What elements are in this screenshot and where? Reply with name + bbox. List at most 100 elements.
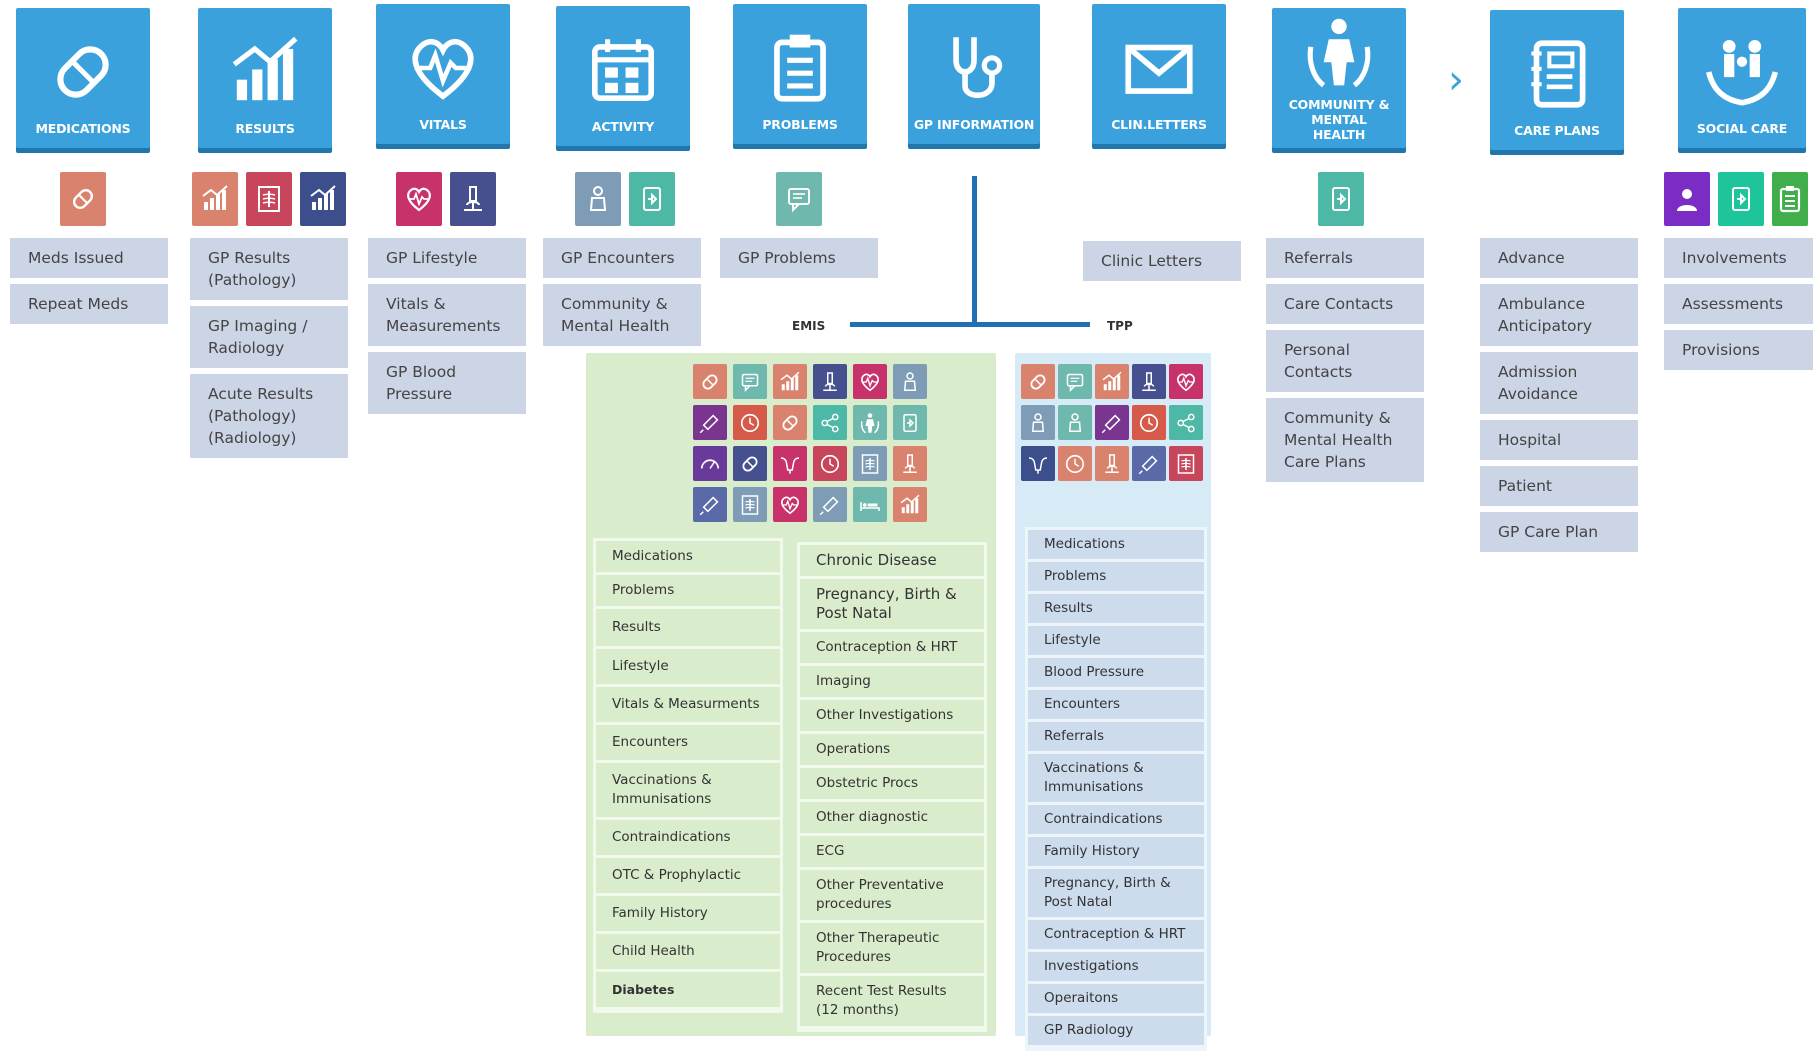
list-item[interactable]: Vaccinations & Immunisations (596, 763, 780, 817)
list-item[interactable]: Recent Test Results (12 months) (800, 976, 984, 1026)
list-item[interactable]: GP Care Plan (1480, 512, 1638, 558)
list-item[interactable]: Pregnancy, Birth & Post Natal (1028, 869, 1204, 917)
list-item[interactable]: Problems (596, 575, 780, 606)
emis-list-left: Medications Problems Results Lifestyle V… (593, 538, 783, 1013)
list-item[interactable]: Family History (596, 896, 780, 931)
list-item[interactable]: Provisions (1664, 330, 1813, 376)
list-item[interactable]: Patient (1480, 466, 1638, 512)
xray-icon (1169, 446, 1203, 481)
list-item[interactable]: Pregnancy, Birth & Post Natal (800, 579, 984, 629)
list-item[interactable]: Hospital (1480, 420, 1638, 466)
results-tile[interactable]: RESULTS (198, 8, 332, 148)
list-item[interactable]: Referrals (1028, 722, 1204, 751)
community-icons (1318, 172, 1364, 226)
list-item[interactable]: Diabetes (596, 972, 780, 1007)
timer-icon (733, 405, 767, 440)
list-item[interactable]: GP Lifestyle (368, 238, 526, 284)
list-item[interactable]: OTC & Prophylactic (596, 858, 780, 893)
list-item[interactable]: Other Preventative procedures (800, 870, 984, 920)
list-item[interactable]: Contraindications (1028, 805, 1204, 834)
social-care-tile[interactable]: SOCIAL CARE (1678, 8, 1806, 148)
list-item[interactable]: Vitals & Measurments (596, 687, 780, 722)
list-item[interactable]: Vaccinations & Immunisations (1028, 754, 1204, 802)
list-item[interactable]: GP Radiology (1028, 1016, 1204, 1045)
list-item[interactable]: Vitals & Measurements (368, 284, 526, 352)
document-icon (629, 172, 675, 226)
avatar-icon (1664, 172, 1710, 226)
list-item[interactable]: Family History (1028, 837, 1204, 866)
tile-label: CLIN.LETTERS (1111, 117, 1207, 132)
list-item[interactable]: Encounters (1028, 690, 1204, 719)
list-item[interactable]: GP Encounters (543, 238, 701, 284)
vitals-tile[interactable]: VITALS (376, 4, 510, 144)
pill-icon (60, 172, 106, 226)
tile-label: MEDICATIONS (35, 121, 131, 136)
list-item[interactable]: Results (1028, 594, 1204, 623)
list-item[interactable]: Operations (800, 734, 984, 765)
list-item[interactable]: Other diagnostic (800, 802, 984, 833)
connector-vertical (972, 176, 977, 324)
list-item[interactable]: Assessments (1664, 284, 1813, 330)
list-item[interactable]: Other Therapeutic Procedures (800, 923, 984, 973)
bed-icon (853, 487, 887, 522)
list-item[interactable]: Ambulance Anticipatory (1480, 284, 1638, 352)
list-item[interactable]: Contraception & HRT (800, 632, 984, 663)
list-item[interactable]: Involvements (1664, 238, 1813, 284)
stethoscope-icon (933, 27, 1015, 109)
list-item[interactable]: Personal Contacts (1266, 330, 1424, 398)
clipboard-icon (759, 27, 841, 109)
list-item[interactable]: Contraindications (596, 820, 780, 855)
list-item[interactable]: GP Imaging / Radiology (190, 306, 348, 374)
list-item[interactable]: Lifestyle (596, 649, 780, 684)
list-item[interactable]: Community & Mental Health (543, 284, 701, 352)
list-item[interactable]: Other Investigations (800, 700, 984, 731)
list-item[interactable]: Lifestyle (1028, 626, 1204, 655)
list-item[interactable]: GP Problems (720, 238, 878, 284)
share-icon (1169, 405, 1203, 440)
list-item[interactable]: GP Results (Pathology) (190, 238, 348, 306)
problems-tile[interactable]: PROBLEMS (733, 4, 867, 144)
list-item[interactable]: ECG (800, 836, 984, 867)
list-item[interactable]: Blood Pressure (1028, 658, 1204, 687)
list-item[interactable]: Chronic Disease (800, 545, 984, 576)
list-item[interactable]: Community & Mental Health Care Plans (1266, 398, 1424, 488)
bar-chart-icon (773, 364, 807, 399)
list-item[interactable]: Meds Issued (10, 238, 168, 284)
list-item[interactable]: Medications (596, 541, 780, 572)
tile-label: COMMUNITY & MENTAL HEALTH (1288, 97, 1390, 142)
list-item[interactable]: Repeat Meds (10, 284, 168, 330)
activity-tile[interactable]: ACTIVITY (556, 6, 690, 146)
heartbeat-icon (773, 487, 807, 522)
list-item[interactable]: Child Health (596, 934, 780, 969)
list-item[interactable]: Contraception & HRT (1028, 920, 1204, 949)
list-item[interactable]: Advance (1480, 238, 1638, 284)
list-item[interactable]: GP Blood Pressure (368, 352, 526, 420)
envelope-icon (1118, 27, 1200, 109)
xray-icon (853, 446, 887, 481)
list-item[interactable]: Care Contacts (1266, 284, 1424, 330)
list-item[interactable]: Investigations (1028, 952, 1204, 981)
community-icon (1298, 11, 1380, 93)
bar-chart-icon (192, 172, 238, 226)
list-item[interactable]: Results (596, 609, 780, 646)
list-item[interactable]: Encounters (596, 725, 780, 760)
medications-tile[interactable]: MEDICATIONS (16, 8, 150, 148)
next-arrow-icon[interactable]: › (1448, 57, 1464, 103)
heartbeat-icon (396, 172, 442, 226)
list-item[interactable]: Operaitons (1028, 984, 1204, 1013)
calendar-icon (582, 29, 664, 111)
community-mental-health-tile[interactable]: COMMUNITY & MENTAL HEALTH (1272, 8, 1406, 148)
list-item[interactable]: Obstetric Procs (800, 768, 984, 799)
list-item[interactable]: Acute Results (Pathology) (Radiology) (190, 374, 348, 464)
list-item[interactable]: Clinic Letters (1083, 241, 1241, 287)
list-item[interactable]: Imaging (800, 666, 984, 697)
list-item[interactable]: Referrals (1266, 238, 1424, 284)
gp-information-tile[interactable]: GP INFORMATION (908, 4, 1040, 144)
clin-letters-list: Clinic Letters (1083, 241, 1241, 287)
care-plans-tile[interactable]: CARE PLANS (1490, 10, 1624, 150)
clin-letters-tile[interactable]: CLIN.LETTERS (1092, 4, 1226, 144)
list-item[interactable]: Medications (1028, 530, 1204, 559)
social-care-icons (1664, 172, 1808, 226)
list-item[interactable]: Problems (1028, 562, 1204, 591)
list-item[interactable]: Admission Avoidance (1480, 352, 1638, 420)
